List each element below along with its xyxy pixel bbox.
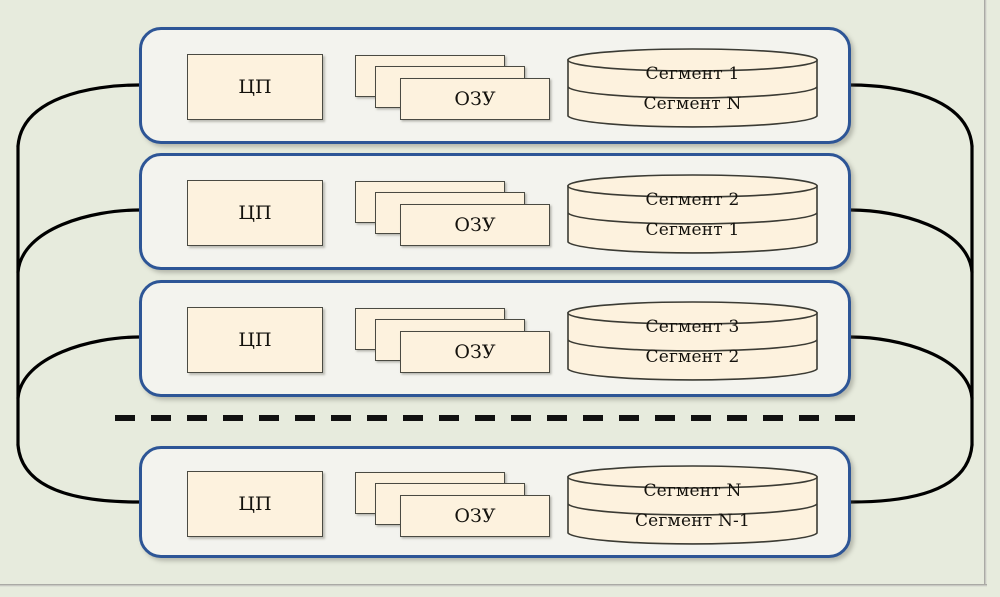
ram-stack-2[interactable]: ОЗУ	[355, 181, 555, 251]
storage-cylinder-1[interactable]: Сегмент 1 Сегмент N	[566, 48, 819, 128]
ram-label-2: ОЗУ	[454, 214, 496, 236]
storage-segment-bottom-3: Сегмент 2	[645, 347, 740, 367]
ram-card-front-3[interactable]: ОЗУ	[400, 331, 550, 373]
ram-label-1: ОЗУ	[454, 88, 496, 110]
cpu-label-3: ЦП	[238, 329, 272, 351]
node-panel-2[interactable]: ЦП ОЗУ Сегмент 2 Сегмент 1	[139, 153, 851, 270]
storage-segment-top-1: Сегмент 1	[645, 64, 740, 84]
cpu-box-2[interactable]: ЦП	[187, 180, 323, 246]
storage-segment-bottom-2: Сегмент 1	[645, 220, 740, 240]
node-panel-1[interactable]: ЦП ОЗУ Сегмент 1 Сегмент N	[139, 27, 851, 144]
storage-cylinder-2[interactable]: Сегмент 2 Сегмент 1	[566, 174, 819, 254]
cpu-label-4: ЦП	[238, 493, 272, 515]
cpu-box-1[interactable]: ЦП	[187, 54, 323, 120]
ram-label-3: ОЗУ	[454, 341, 496, 363]
storage-segment-top-2: Сегмент 2	[645, 190, 740, 210]
storage-cylinder-3[interactable]: Сегмент 3 Сегмент 2	[566, 301, 819, 381]
ram-card-front-4[interactable]: ОЗУ	[400, 495, 550, 537]
node-panel-4[interactable]: ЦП ОЗУ Сегмент N Сегмент N-1	[139, 446, 851, 558]
ram-card-front-2[interactable]: ОЗУ	[400, 204, 550, 246]
frame-bottom-edge	[0, 584, 987, 587]
frame-right-edge	[984, 0, 987, 587]
ram-stack-1[interactable]: ОЗУ	[355, 55, 555, 125]
node-panel-3[interactable]: ЦП ОЗУ Сегмент 3 Сегмент 2	[139, 280, 851, 397]
storage-segment-top-4: Сегмент N	[643, 481, 742, 501]
storage-segment-bottom-4: Сегмент N-1	[634, 511, 751, 531]
cpu-box-3[interactable]: ЦП	[187, 307, 323, 373]
cpu-label-2: ЦП	[238, 202, 272, 224]
ram-label-4: ОЗУ	[454, 505, 496, 527]
cpu-box-4[interactable]: ЦП	[187, 471, 323, 537]
storage-segment-top-3: Сегмент 3	[645, 317, 740, 337]
ram-stack-3[interactable]: ОЗУ	[355, 308, 555, 378]
ram-stack-4[interactable]: ОЗУ	[355, 472, 555, 542]
storage-cylinder-4[interactable]: Сегмент N Сегмент N-1	[566, 465, 819, 545]
cpu-label-1: ЦП	[238, 76, 272, 98]
ram-card-front-1[interactable]: ОЗУ	[400, 78, 550, 120]
storage-segment-bottom-1: Сегмент N	[643, 94, 742, 114]
